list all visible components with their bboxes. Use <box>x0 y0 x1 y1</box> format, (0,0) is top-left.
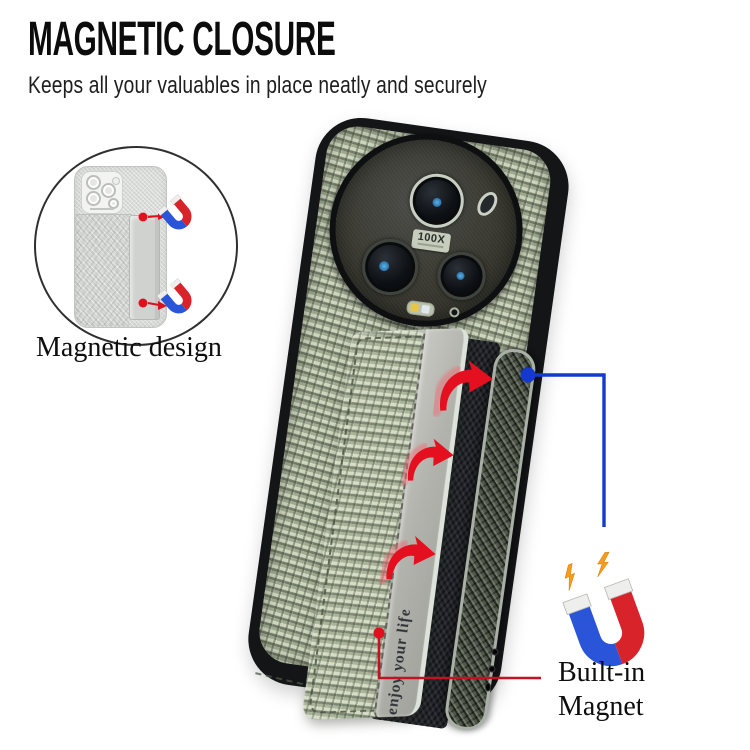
mini-camera-caption-line <box>90 208 114 210</box>
built-in-magnet-label-line2: Magnet <box>558 691 644 722</box>
page-subtitle: Keeps all your valuables in place neatly… <box>28 72 487 99</box>
mini-camera-lens <box>86 175 101 190</box>
lightning-icon <box>595 551 611 578</box>
horseshoe-magnet-icon <box>563 579 651 666</box>
mini-camera-lens <box>86 191 101 206</box>
mini-camera-module <box>81 171 123 214</box>
lens-glint <box>378 260 390 272</box>
magnetic-design-label: Magnetic design <box>36 332 222 363</box>
page-title: MAGNETIC CLOSURE <box>28 13 336 66</box>
magnetic-design-callout-circle <box>34 146 238 346</box>
mini-flash-dot <box>112 177 120 185</box>
lens-glint <box>456 271 466 281</box>
flash-cell <box>421 304 431 314</box>
mini-phone-case-illustration <box>74 166 167 328</box>
mini-camera-lens <box>101 183 116 198</box>
built-in-magnet-label-line1: Built-in <box>558 657 646 688</box>
lens-glint <box>431 197 443 208</box>
mini-stitch-seam <box>75 214 132 215</box>
flash-cell <box>410 303 420 313</box>
mini-card-pocket <box>129 215 160 320</box>
laser-sensor-dot <box>448 306 461 319</box>
built-in-magnet-label: Built-in Magnet <box>558 656 645 724</box>
zoom-badge-text: 100X <box>416 230 447 247</box>
lightning-icon <box>559 563 582 591</box>
mini-fabric-texture <box>75 215 129 326</box>
